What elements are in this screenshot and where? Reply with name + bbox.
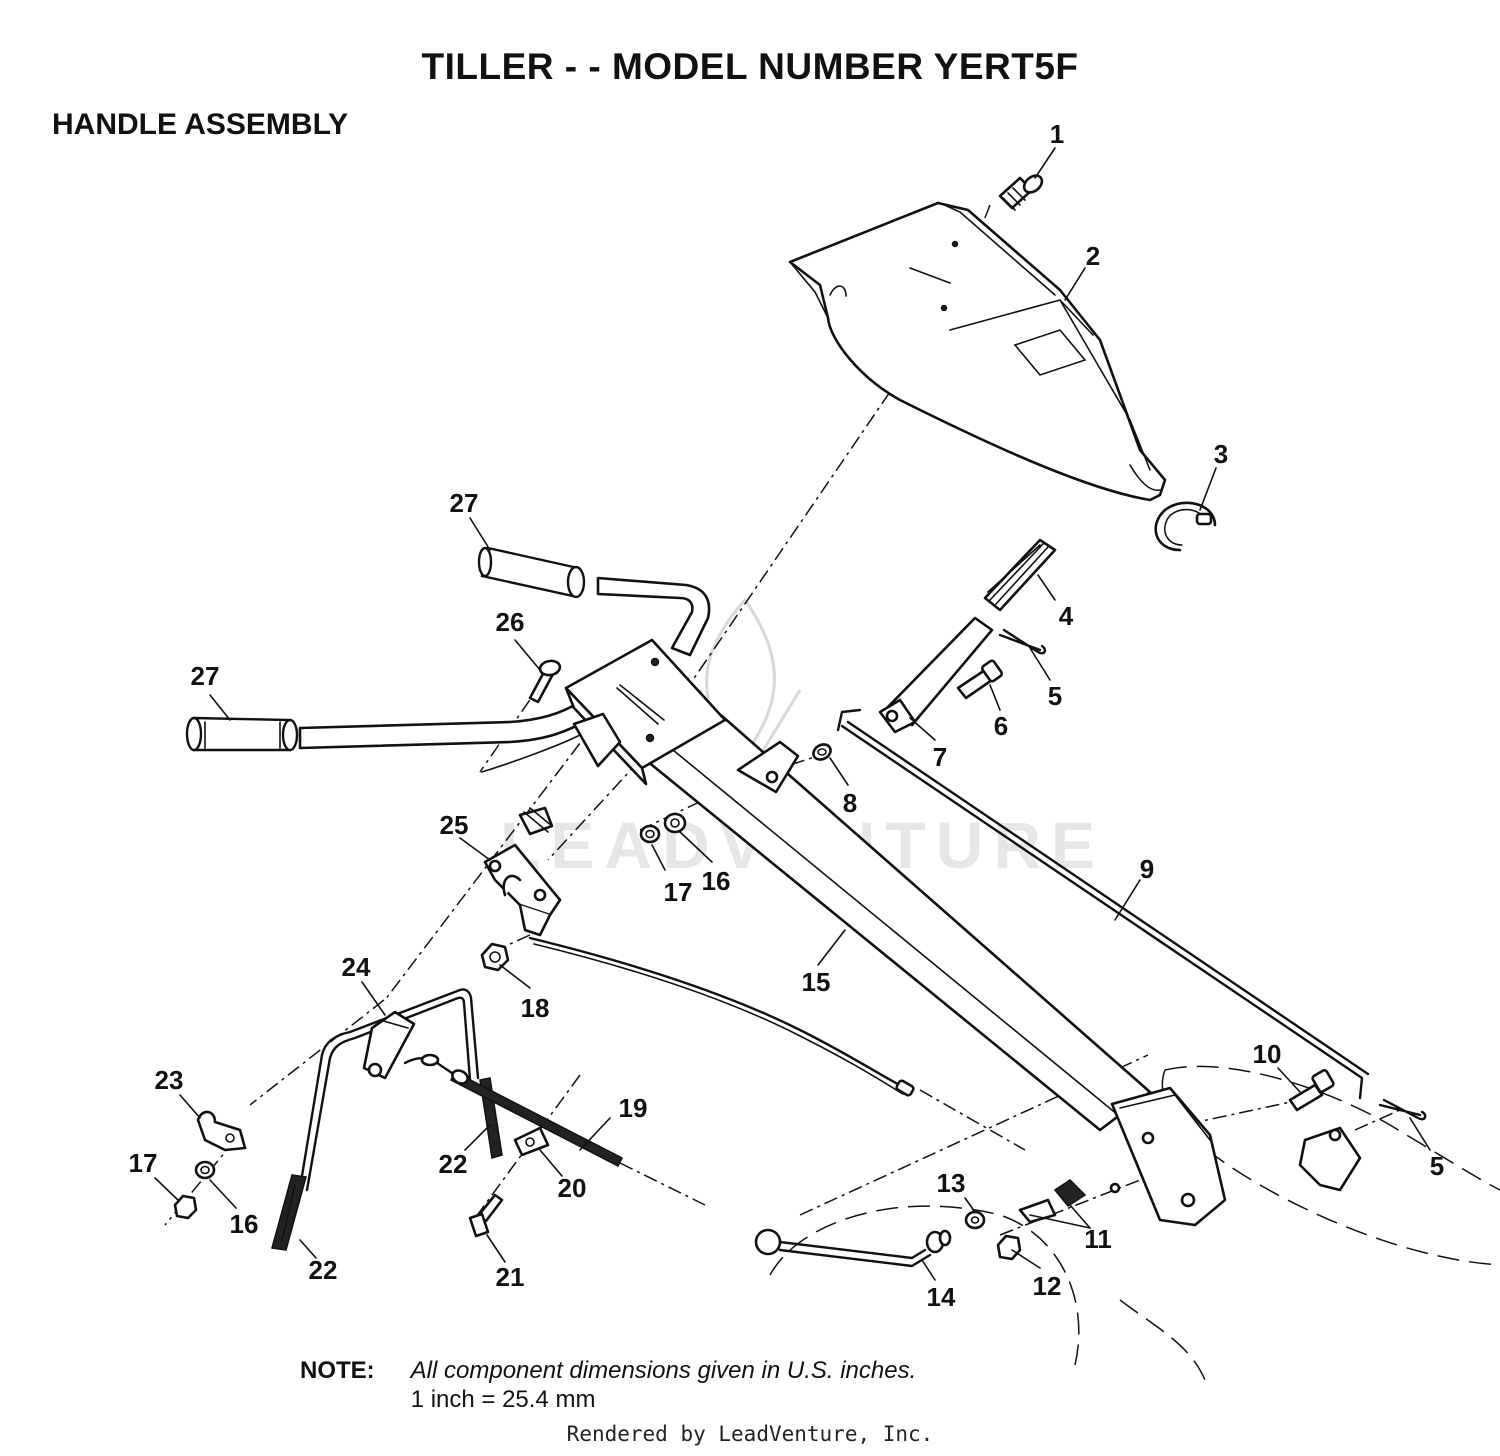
- shift-lever-bolt: [956, 659, 1004, 700]
- callout-27-lower: 27: [191, 661, 220, 691]
- note-line-units: All component dimensions given in U.S. i…: [410, 1357, 917, 1384]
- bushing: [812, 743, 832, 761]
- depth-hardware: [964, 1179, 1087, 1261]
- carriage-bolt: [528, 659, 562, 704]
- callout-9: 9: [1140, 854, 1154, 884]
- section-title: HANDLE ASSEMBLY: [52, 108, 349, 141]
- callout-17-center: 17: [664, 877, 693, 907]
- callout-24: 24: [342, 952, 371, 982]
- callout-15: 15: [802, 967, 831, 997]
- callout-8: 8: [843, 788, 857, 818]
- dimension-note: NOTE: All component dimensions given in …: [300, 1356, 916, 1414]
- callout-12: 12: [1033, 1271, 1062, 1301]
- nut-18: [480, 942, 510, 972]
- callout-21: 21: [496, 1262, 525, 1292]
- callout-17-left: 17: [129, 1148, 158, 1178]
- shift-rod: [836, 708, 1370, 1100]
- screw-top: [998, 174, 1044, 211]
- callout-11: 11: [1084, 1224, 1112, 1254]
- retaining-ring: [1154, 501, 1217, 552]
- hairpin-clip-upper: [998, 628, 1047, 655]
- clutch-cable: [528, 936, 915, 1097]
- callout-22-left: 22: [309, 1255, 338, 1285]
- callout-16-center: 16: [702, 866, 731, 896]
- callout-26: 26: [496, 607, 525, 637]
- callout-1: 1: [1050, 119, 1064, 149]
- tube-base-plate: [1109, 1086, 1227, 1227]
- render-credit: Rendered by LeadVenture, Inc.: [566, 1422, 934, 1446]
- control-bracket: [483, 806, 562, 937]
- control-bail: [298, 988, 480, 1192]
- cable-clip: [513, 1126, 550, 1157]
- leader-lines: [154, 147, 1431, 1281]
- bail-bolt: [468, 1193, 504, 1238]
- callout-23: 23: [155, 1065, 184, 1095]
- callout-20: 20: [558, 1173, 587, 1203]
- callout-16-left: 16: [230, 1209, 259, 1239]
- callout-18: 18: [521, 993, 550, 1023]
- callout-4: 4: [1059, 601, 1074, 631]
- hairpin-clip-lower: [1378, 1098, 1427, 1121]
- callout-6: 6: [994, 711, 1008, 741]
- callout-14: 14: [927, 1282, 956, 1312]
- callout-2: 2: [1086, 241, 1100, 271]
- cable-spring: [403, 1053, 624, 1168]
- grip-lower: [185, 716, 299, 752]
- bail-bracket: [196, 1110, 247, 1152]
- shift-lever-grip: [983, 538, 1057, 612]
- note-body: All component dimensions given in U.S. i…: [411, 1356, 917, 1414]
- callout-labels: 1 2 3 4 5 5 6 7 8 9 10 11 12 13 14 15 16…: [129, 119, 1445, 1312]
- washers-left: [173, 1160, 216, 1220]
- callout-5-lower: 5: [1430, 1151, 1444, 1181]
- note-label: NOTE:: [300, 1357, 375, 1384]
- depth-stake: [754, 1228, 952, 1268]
- shift-lever: [878, 616, 994, 734]
- washers-center: [639, 812, 687, 844]
- shift-bracket: [1298, 1126, 1362, 1192]
- callout-3: 3: [1214, 439, 1228, 469]
- callout-10: 10: [1253, 1039, 1282, 1069]
- callout-25: 25: [440, 810, 469, 840]
- callout-5-upper: 5: [1048, 681, 1062, 711]
- grip-upper: [477, 546, 586, 599]
- callout-22-right: 22: [439, 1149, 468, 1179]
- main-handle-tube: [634, 714, 1152, 1132]
- handle-panel: [788, 201, 1167, 502]
- callout-7: 7: [933, 742, 947, 772]
- handlebar: [298, 576, 727, 786]
- callout-19: 19: [619, 1093, 648, 1123]
- callout-27-upper: 27: [450, 488, 479, 518]
- callout-13: 13: [937, 1168, 966, 1198]
- bail-grip-left: [271, 1174, 307, 1251]
- page-title: TILLER - - MODEL NUMBER YERT5F: [421, 46, 1079, 87]
- note-line-conversion: 1 inch = 25.4 mm: [410, 1386, 596, 1413]
- lower-right-bolt: [1288, 1069, 1335, 1112]
